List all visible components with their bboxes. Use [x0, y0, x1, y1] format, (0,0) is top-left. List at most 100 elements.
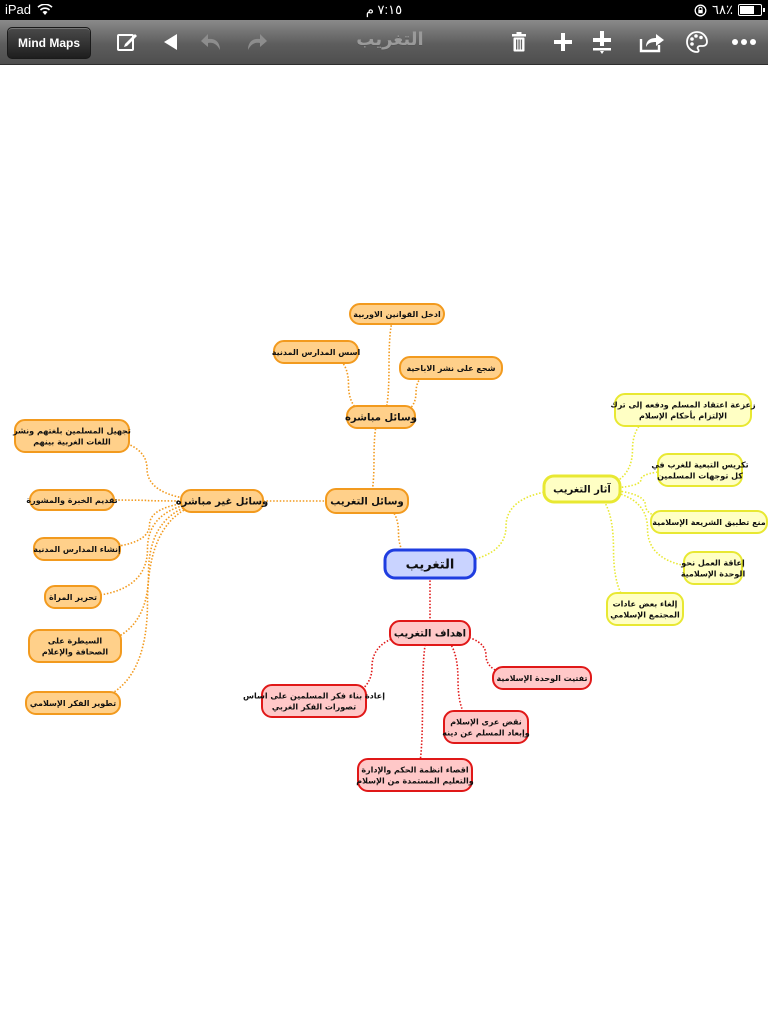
- node-label: التغريب: [406, 558, 455, 573]
- node-label: وسائل مباشره: [345, 413, 417, 424]
- node-label: آثار التغريب: [553, 483, 611, 496]
- battery-icon: [738, 4, 765, 16]
- connector-wasail-mubashira: [366, 416, 382, 502]
- status-bar: iPad ٧:١٥ م ٦٨٪: [0, 0, 768, 20]
- node-box: [29, 489, 115, 511]
- node-box: [349, 303, 445, 325]
- node-label: إنشاء المدارس المدنية: [33, 545, 121, 555]
- mind-map-node-ghayr[interactable]: وسائل غير مباشره: [176, 489, 269, 513]
- node-label: تفتيت الوحدة الإسلامية: [497, 674, 588, 683]
- node-label: السيطرة على: [48, 636, 103, 645]
- compose-icon[interactable]: [114, 27, 140, 57]
- node-box: [261, 684, 367, 718]
- battery-percent: ٦٨٪: [712, 2, 733, 17]
- more-icon[interactable]: [730, 27, 758, 57]
- mind-map-canvas[interactable]: التغريب وسائل التغريب وسائل مباشره وسائل غي…: [0, 65, 768, 1024]
- node-label: الوحدة الإسلامية: [681, 569, 746, 578]
- node-label: تجهيل المسلمين بلغتهم ونشر: [12, 426, 131, 435]
- mind-maps-button[interactable]: Mind Maps: [7, 27, 91, 59]
- node-label: تطوير الفكر الإسلامي: [30, 699, 116, 708]
- node-box: [44, 585, 102, 609]
- node-box: [33, 537, 121, 561]
- node-label: نقض عرى الإسلام: [450, 717, 522, 727]
- node-box: [325, 488, 409, 514]
- node-box: [180, 489, 264, 513]
- node-label: ادخل القوانين الاوربية: [353, 310, 441, 319]
- mind-map-node-y4[interactable]: إعاقة العمل نحو الوحدة الإسلامية: [680, 551, 746, 585]
- connector-athar-y1: [581, 409, 684, 490]
- node-label: تكريس التبعية للغرب في: [651, 460, 748, 470]
- connector-ghayr-g4: [72, 500, 223, 598]
- connector-athar-y5: [581, 488, 646, 610]
- node-box: [357, 758, 473, 792]
- node-box: [346, 405, 416, 429]
- rotation-lock-icon: [694, 4, 707, 16]
- node-box: [650, 510, 768, 534]
- trash-icon[interactable]: [508, 27, 530, 57]
- node-label: اقصاء انظمة الحكم والإدارة: [361, 765, 469, 774]
- node-label: تقديم الخبرة والمشورة: [26, 496, 117, 505]
- mind-map-node-g4[interactable]: تحرير المراة: [44, 585, 102, 609]
- node-box: [28, 629, 122, 663]
- connector-athar-y3: [581, 488, 710, 523]
- share-icon[interactable]: [638, 27, 666, 57]
- node-box: [389, 620, 471, 646]
- wifi-icon: [37, 3, 53, 15]
- node-label: وإبعاد المسلم عن دينه: [442, 728, 529, 737]
- mind-map-node-g2[interactable]: تقديم الخبرة والمشورة: [26, 489, 118, 511]
- mind-map-node-m1[interactable]: ادخل القوانين الاوربية: [349, 303, 445, 325]
- mind-map-node-m2[interactable]: اسس المدارس المدنية: [272, 340, 361, 364]
- node-box: [443, 710, 529, 744]
- node-label: منع تطبيق الشريعة الإسلامية: [652, 518, 766, 527]
- node-box: [383, 548, 477, 580]
- add-sibling-icon[interactable]: [590, 27, 614, 57]
- mind-map-node-athar[interactable]: آثار التغريب: [542, 474, 622, 504]
- undo-icon[interactable]: [199, 27, 225, 57]
- palette-icon[interactable]: [684, 27, 710, 57]
- node-box: [492, 666, 592, 690]
- play-back-icon[interactable]: [158, 27, 182, 57]
- node-label: إعادة بناء فكر المسلمين على اساس: [243, 691, 385, 701]
- node-label: شجع على نشر الاباحية: [407, 364, 496, 373]
- node-label: وسائل غير مباشره: [176, 497, 269, 508]
- connector-mubashira-m1: [380, 313, 398, 418]
- mind-map-node-ahdaf[interactable]: اهداف التغريب: [389, 620, 471, 646]
- toolbar: Mind Maps التغريب: [0, 20, 768, 65]
- mind-map-node-y3[interactable]: منع تطبيق الشريعة الإسلامية: [650, 510, 768, 534]
- mind-map-node-g3[interactable]: إنشاء المدارس المدنية: [33, 537, 121, 561]
- mind-map-node-m3[interactable]: شجع على نشر الاباحية: [399, 356, 503, 380]
- document-title: التغريب: [356, 29, 424, 50]
- node-label: المجتمع الإسلامي: [610, 610, 680, 619]
- node-label: إلغاء بعض عادات: [613, 599, 678, 609]
- mind-map-node-mubashira[interactable]: وسائل مباشره: [345, 405, 417, 429]
- node-label: تحرير المراة: [49, 593, 97, 602]
- node-box: [606, 592, 684, 626]
- node-label: إعاقة العمل نحو: [680, 558, 745, 567]
- redo-icon[interactable]: [243, 27, 269, 57]
- mind-map-node-g1[interactable]: تجهيل المسلمين بلغتهم ونشر اللغات الغربية…: [12, 419, 131, 453]
- carrier-label: iPad: [5, 2, 32, 17]
- mind-map-node-wasail[interactable]: وسائل التغريب: [325, 488, 409, 514]
- node-label: كل توجهات المسلمين: [657, 471, 743, 480]
- mind-map-node-y1[interactable]: زعزعة اعتقاد المسلم ودفعه إلى تركالإلتزا…: [610, 393, 756, 427]
- node-label: اللغات الغربية بينهم: [33, 437, 111, 446]
- mind-map-node-g6[interactable]: تطوير الفكر الإسلامي: [25, 691, 121, 715]
- node-label: زعزعة اعتقاد المسلم ودفعه إلى ترك: [610, 400, 756, 409]
- node-label: الإلتزام بأحكام الإسلام: [639, 410, 727, 420]
- mind-map-node-r1[interactable]: تفتيت الوحدة الإسلامية: [492, 666, 592, 690]
- node-box: [25, 691, 121, 715]
- connector-ghayr-g5: [74, 500, 223, 647]
- connector-ahdaf-r4: [414, 632, 431, 776]
- add-child-icon[interactable]: [551, 27, 575, 57]
- node-box: [273, 340, 359, 364]
- mind-map-node-root[interactable]: التغريب: [383, 548, 477, 580]
- node-box: [542, 474, 622, 504]
- node-label: وسائل التغريب: [330, 497, 403, 508]
- clock: ٧:١٥ م: [365, 2, 403, 17]
